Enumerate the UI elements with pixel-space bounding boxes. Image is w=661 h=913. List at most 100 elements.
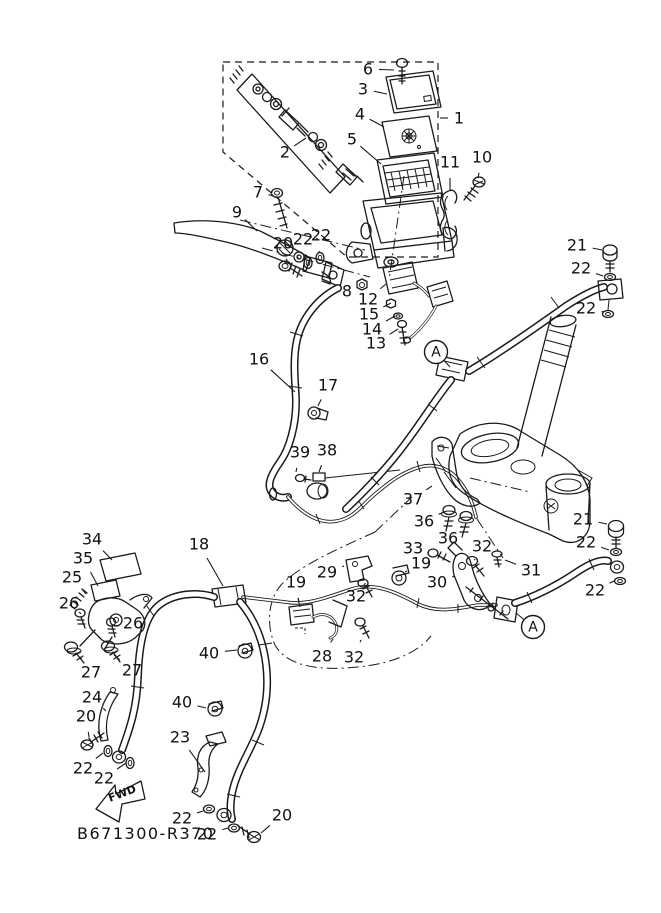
- center-lower-hose-group: [191, 598, 273, 844]
- part-callout-39: 39: [290, 443, 310, 462]
- part-callout-23: 23: [170, 728, 190, 747]
- part-callout-3: 3: [358, 80, 368, 99]
- callout-leader: [592, 247, 603, 251]
- part-callout-5: 5: [347, 130, 357, 149]
- callout-leader: [373, 90, 388, 95]
- callout-leader: [341, 565, 345, 568]
- part-callout-9: 9: [232, 203, 242, 222]
- part-callout-22: 22: [197, 825, 217, 844]
- bracket-30-group: [427, 541, 509, 620]
- callout-leader: [477, 172, 480, 179]
- part-callout-18: 18: [189, 535, 209, 554]
- callout-leader: [102, 707, 107, 712]
- part-callout-37: 37: [403, 490, 423, 509]
- callout-leader: [459, 525, 463, 529]
- hose-joint-a1-drawing: [342, 355, 469, 513]
- part-callout-20: 20: [76, 707, 96, 726]
- diaphragm-plate-drawing: [381, 115, 438, 158]
- callout-leader: [95, 752, 104, 759]
- banjo-bolt-group-mid: [278, 251, 345, 288]
- part-callout-32: 32: [472, 537, 492, 556]
- bracket-29-group: [345, 555, 373, 598]
- callout-leader: [197, 705, 207, 709]
- brake-lever-drawing: [173, 220, 333, 285]
- part-callout-30: 30: [427, 573, 447, 592]
- callout-leader: [78, 611, 82, 615]
- callout-leader: [285, 258, 288, 262]
- callout-leader: [359, 639, 362, 643]
- part-callout-22: 22: [73, 759, 93, 778]
- callout-leader: [305, 254, 308, 258]
- callout-leader: [297, 597, 300, 604]
- part-callout-40: 40: [172, 693, 192, 712]
- handlebar-clamp-drawing: [439, 189, 458, 240]
- part-callout-22: 22: [576, 299, 596, 318]
- clamp-bolt-drawing: [463, 176, 486, 202]
- callout-leader: [601, 310, 605, 313]
- lever-screw-drawing: [270, 187, 288, 229]
- callout-leader: [404, 570, 408, 573]
- callout-leader: [224, 649, 238, 652]
- part-callout-19: 19: [411, 554, 431, 573]
- callout-leader: [473, 558, 476, 561]
- callout-leader: [330, 638, 334, 643]
- left-lower-hose-group: [80, 590, 218, 770]
- part-callout-22: 22: [576, 533, 596, 552]
- callout-leader: [385, 315, 396, 322]
- part-callout-19: 19: [286, 573, 306, 592]
- part-callout-12: 12: [358, 290, 378, 309]
- part-callout-27: 27: [81, 663, 101, 682]
- callout-leader: [113, 654, 121, 661]
- callout-leader: [268, 194, 275, 197]
- part-callout-29: 29: [317, 563, 337, 582]
- callout-leader: [379, 283, 387, 290]
- part-callout-13: 13: [366, 334, 386, 353]
- grommet-38-39-drawing: [294, 469, 401, 500]
- part-callout-14: 14: [362, 320, 382, 339]
- part-callout-22: 22: [172, 809, 192, 828]
- callout-leader: [222, 827, 229, 831]
- dashed-assembly-box: [222, 61, 439, 258]
- callout-leader: [389, 328, 399, 335]
- part-callout-22: 22: [311, 226, 331, 245]
- part-callout-7: 7: [253, 183, 263, 202]
- callout-leader: [452, 575, 456, 578]
- callout-leader: [270, 369, 296, 393]
- callout-leader: [244, 219, 258, 232]
- callout-leader: [293, 137, 307, 147]
- callout-leader: [504, 559, 517, 565]
- part-callout-25: 25: [62, 568, 82, 587]
- part-callout-33: 33: [403, 539, 423, 558]
- brake-hose-16-drawing: [265, 284, 342, 502]
- callout-leader: [90, 571, 99, 587]
- callout-leader: [102, 550, 113, 561]
- right-lower-hose-group: [487, 519, 627, 623]
- callout-leader: [295, 467, 298, 473]
- upper-right-hose-drawing: [465, 244, 624, 375]
- part-callout-20: 20: [273, 234, 293, 253]
- view-marker-A: A: [528, 620, 538, 636]
- part-callout-22: 22: [571, 259, 591, 278]
- callout-leader: [113, 624, 118, 627]
- connector-19-left: [288, 603, 315, 634]
- part-callout-10: 10: [472, 148, 492, 167]
- part-callout-22: 22: [94, 769, 114, 788]
- piston-kit-drawing: [229, 65, 364, 194]
- part-callout-11: 11: [440, 153, 460, 172]
- callout-leader: [317, 399, 322, 407]
- master-cylinder-body-drawing: [345, 192, 458, 269]
- part-callout-28: 28: [312, 647, 332, 666]
- part-callout-32: 32: [346, 587, 366, 606]
- part-callout-24: 24: [82, 688, 102, 707]
- hose-clamp-17-drawing: [307, 406, 329, 421]
- callout-leader: [438, 511, 445, 515]
- part-callout-22: 22: [293, 230, 313, 249]
- part-callout-34: 34: [82, 530, 102, 549]
- part-callout-36: 36: [414, 512, 434, 531]
- part-callout-22: 22: [585, 581, 605, 600]
- part-callout-21: 21: [573, 510, 593, 529]
- part-callout-1: 1: [454, 109, 464, 128]
- part-callout-20: 20: [272, 806, 292, 825]
